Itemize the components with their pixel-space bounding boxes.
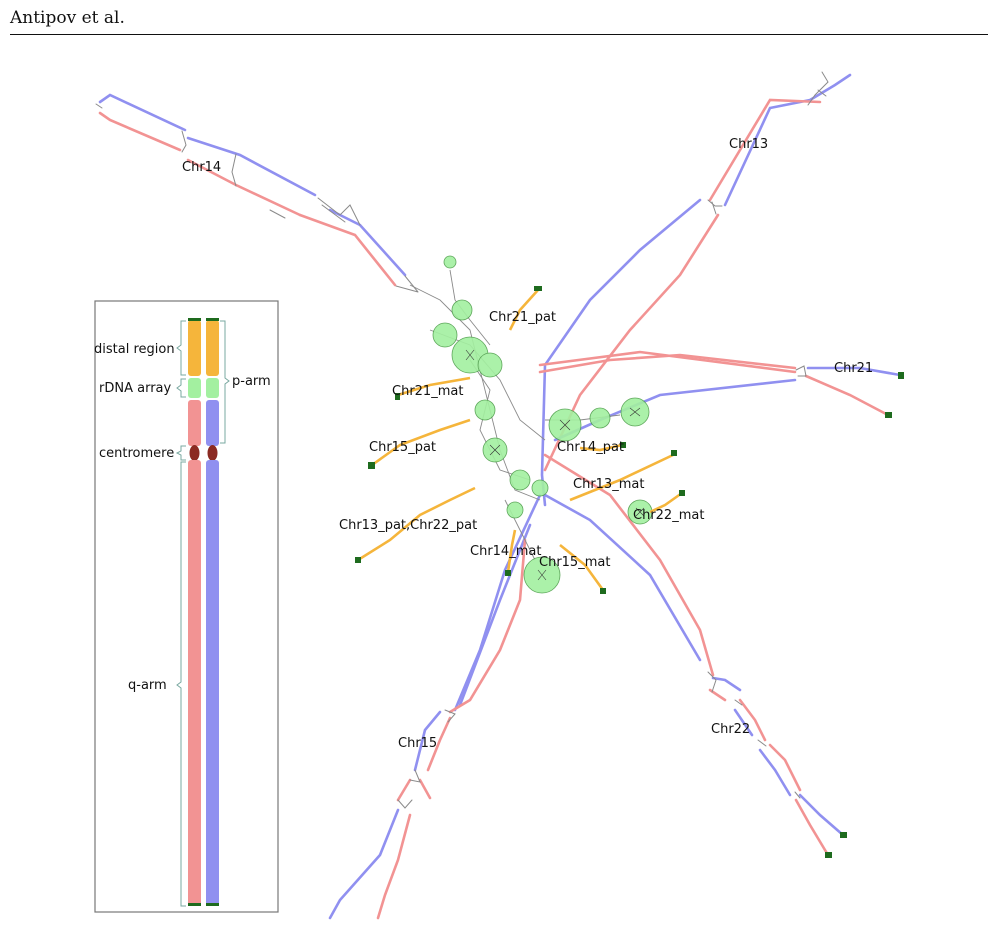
distal-tips	[357, 289, 683, 591]
chromosome-labels: Chr14 Chr13 Chr21 Chr22 Chr15 Chr21_pat …	[182, 137, 873, 751]
page-header: Antipov et al.	[10, 8, 988, 35]
tip-chr13-mat	[569, 453, 674, 502]
label-chr21-pat: Chr21_pat	[489, 310, 556, 325]
label-chr14-mat: Chr14_mat	[470, 544, 541, 559]
legend-parm-left	[188, 400, 201, 446]
legend-centromere-label: centromere	[99, 446, 174, 461]
tip-chr14-pat	[579, 443, 623, 452]
legend-telomere-right-bottom	[206, 903, 219, 906]
label-chr15: Chr15	[398, 736, 437, 751]
label-chr14: Chr14	[182, 160, 221, 175]
legend-brackets	[175, 320, 230, 907]
arm-chr14	[95, 93, 419, 293]
tip-chr15-pat	[371, 418, 471, 467]
legend-distal-left	[188, 320, 201, 376]
legend-rdna-label: rDNA array	[99, 381, 171, 396]
author-header: Antipov et al.	[10, 8, 125, 28]
legend-centromere-right	[207, 445, 218, 461]
legend-qarm-right	[206, 460, 219, 906]
label-chr15-mat: Chr15_mat	[539, 555, 610, 570]
arm-chr22	[543, 453, 845, 857]
legend-qarm-left	[188, 460, 201, 906]
legend-parm-right	[206, 400, 219, 446]
label-chr14-pat: Chr14_pat	[557, 440, 624, 455]
legend-distal-right	[206, 320, 219, 376]
tip-chr15-mat	[559, 543, 605, 591]
tip-chr22-mat	[649, 491, 683, 514]
central-tangle	[409, 255, 653, 594]
legend-rdna-left	[188, 378, 201, 398]
label-chr13-chr22-pat: Chr13_pat,Chr22_pat	[339, 518, 477, 533]
legend-parm-label: p-arm	[232, 374, 271, 389]
label-chr21: Chr21	[834, 361, 873, 376]
legend-telomere-left-bottom	[188, 903, 201, 906]
legend-frame	[94, 300, 279, 913]
legend-centromere-left	[189, 445, 200, 461]
legend-qarm-label: q-arm	[128, 678, 167, 693]
telomere-marks	[355, 286, 904, 858]
label-chr22-mat: Chr22_mat	[633, 508, 704, 523]
label-chr13: Chr13	[729, 137, 768, 152]
label-chr22: Chr22	[711, 722, 750, 737]
tip-chr14-mat	[506, 529, 517, 573]
label-chr21-mat: Chr21_mat	[392, 384, 463, 399]
tip-chr13-chr22-pat	[357, 486, 476, 562]
legend-panel: distal region rDNA array centromere p-ar…	[94, 300, 279, 913]
legend-telomere-right-top	[206, 318, 219, 321]
legend-distal-label: distal region	[94, 342, 175, 357]
legend-telomere-left-top	[188, 318, 201, 321]
legend-rdna-right	[206, 378, 219, 398]
label-chr13-mat: Chr13_mat	[573, 477, 644, 492]
label-chr15-pat: Chr15_pat	[369, 440, 436, 455]
tip-chr21-pat	[508, 289, 539, 331]
tip-chr21-mat	[397, 376, 471, 397]
arm-chr15	[328, 493, 542, 920]
